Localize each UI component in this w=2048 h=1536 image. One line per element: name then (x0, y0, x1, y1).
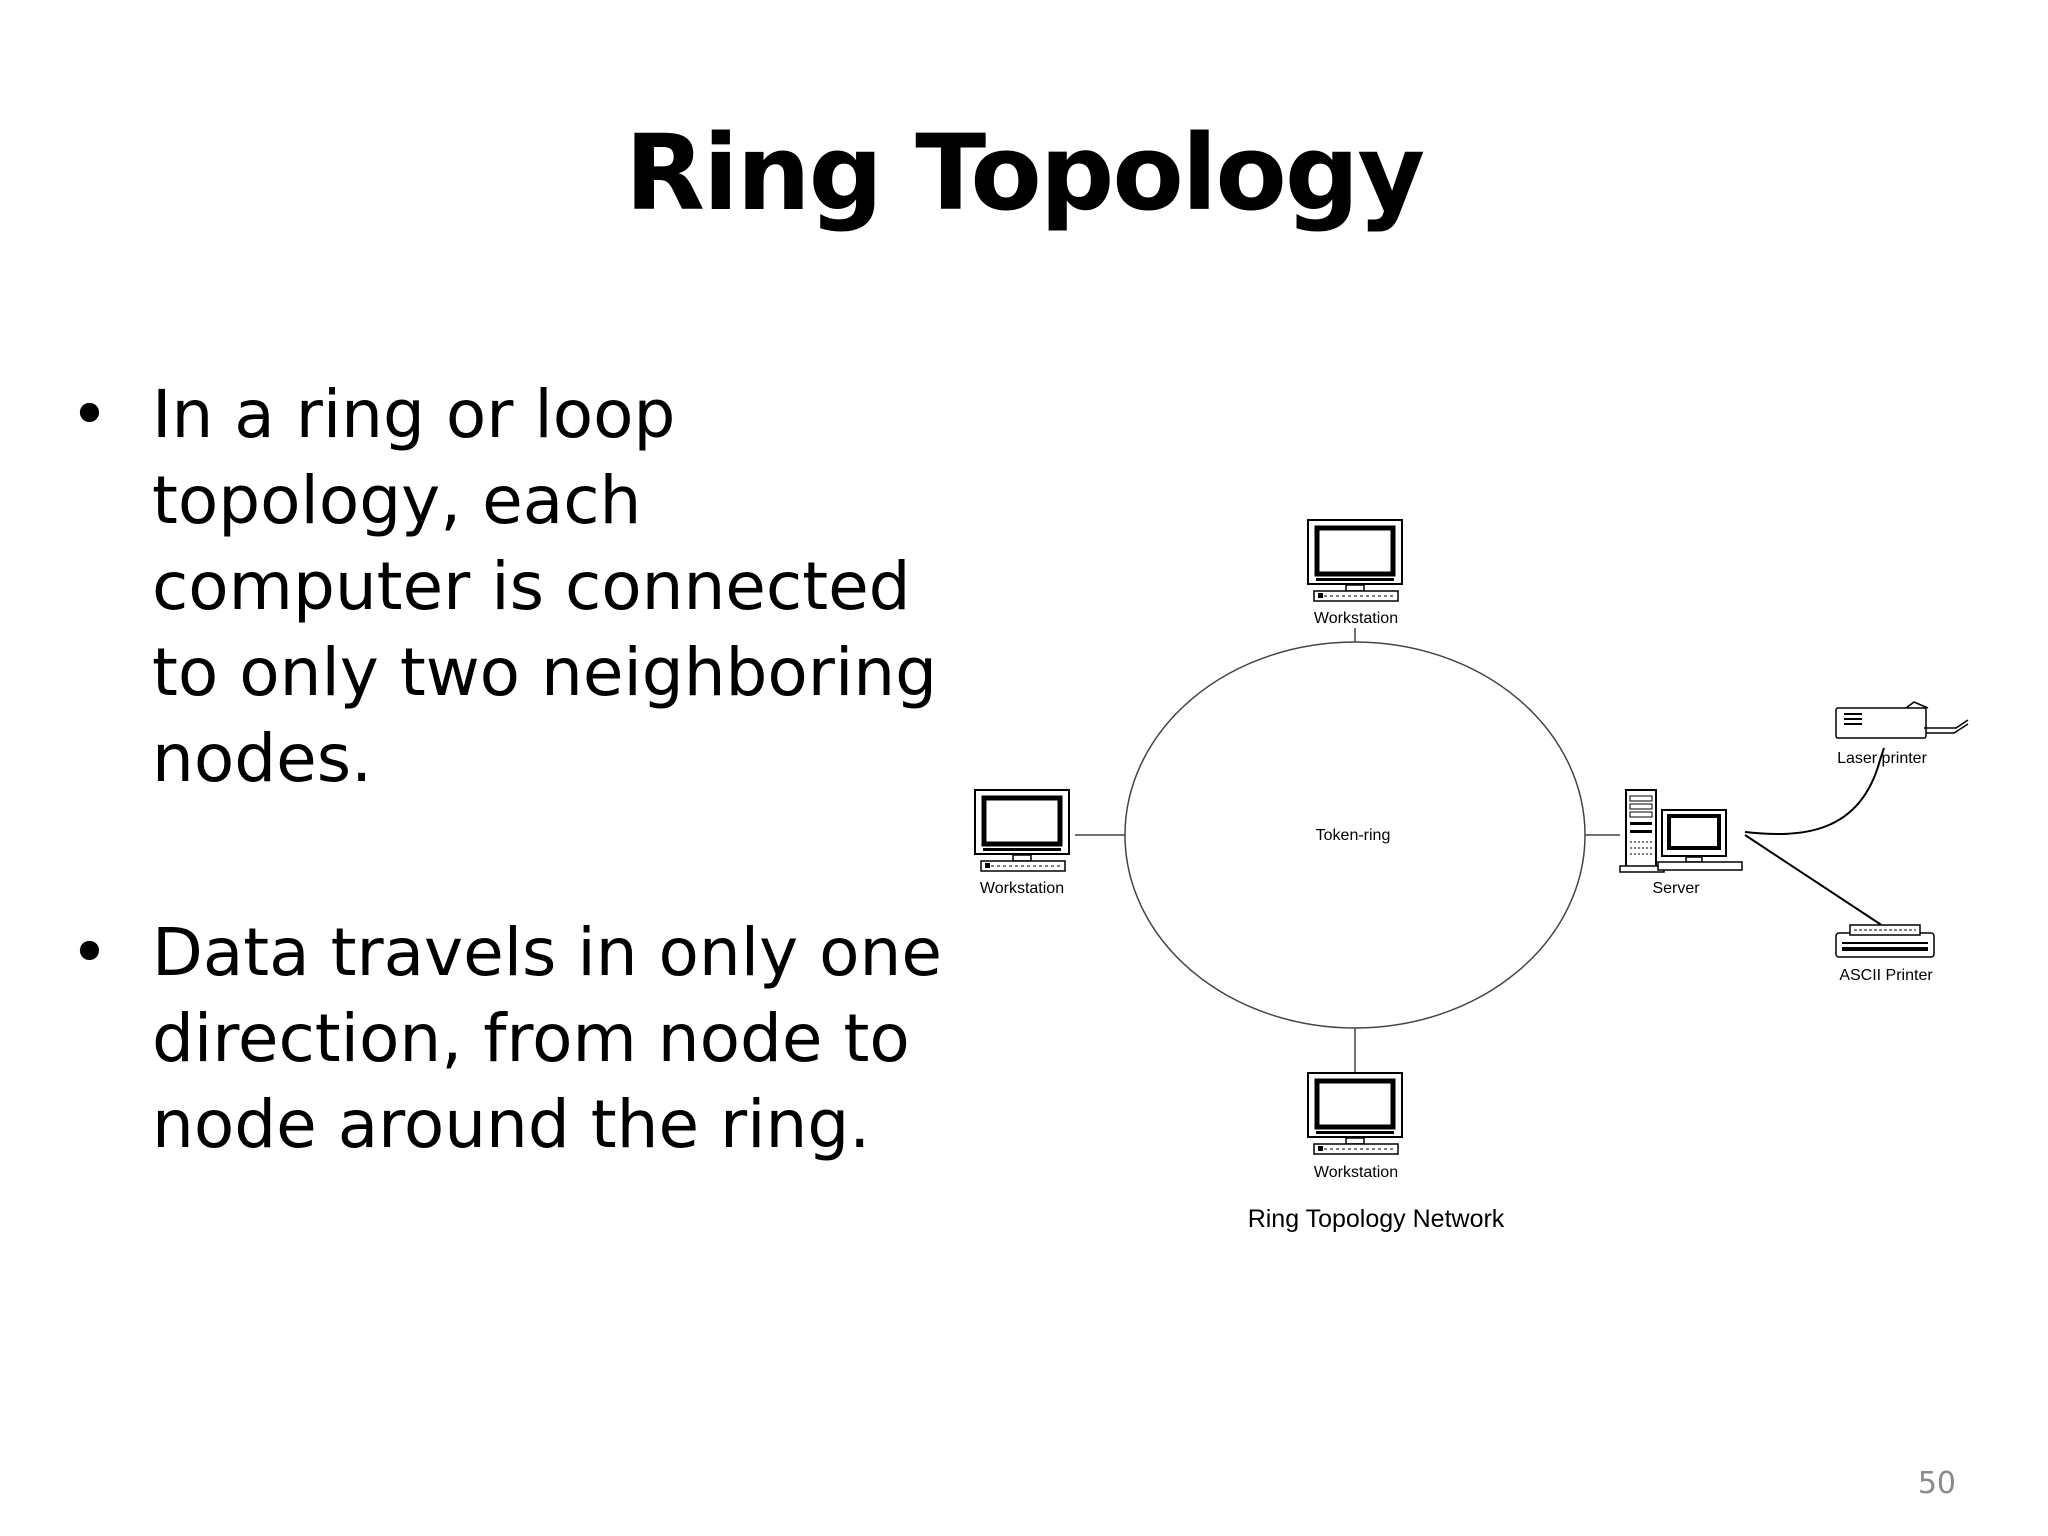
ascii-printer-label: ASCII Printer (1839, 967, 1933, 984)
laser-printer-cable (1744, 747, 1885, 835)
bullet-icon: • (70, 376, 109, 453)
laser-printer-label: Laser printer (1837, 750, 1927, 767)
server-label: Server (1652, 880, 1700, 897)
bullet-item: • In a ring or loop topology, each compu… (70, 372, 950, 802)
workstation-left-label: Workstation (980, 880, 1064, 897)
workstation-top-icon (1308, 520, 1402, 601)
bullet-list: • In a ring or loop topology, each compu… (70, 372, 950, 1168)
ascii-printer-cable (1744, 834, 1887, 929)
bullet-text: In a ring or loop topology, each compute… (152, 376, 938, 797)
token-ring-label: Token-ring (1316, 827, 1391, 844)
bullet-text: Data travels in only one direction, from… (152, 914, 942, 1163)
slide-title: Ring Topology (624, 112, 1425, 234)
bullet-item: • Data travels in only one direction, fr… (70, 910, 950, 1168)
laser-printer-icon (1835, 701, 1969, 739)
ascii-printer-icon (1835, 924, 1935, 958)
diagram-caption: Ring Topology Network (1248, 1205, 1505, 1233)
bullet-icon: • (70, 914, 109, 991)
page-number: 50 (1917, 1466, 1956, 1501)
workstation-left-icon (975, 790, 1069, 871)
server-icon (1619, 789, 1743, 873)
workstation-bottom-icon (1308, 1073, 1402, 1154)
workstation-bottom-label: Workstation (1314, 1164, 1398, 1181)
workstation-top-label: Workstation (1314, 610, 1398, 627)
